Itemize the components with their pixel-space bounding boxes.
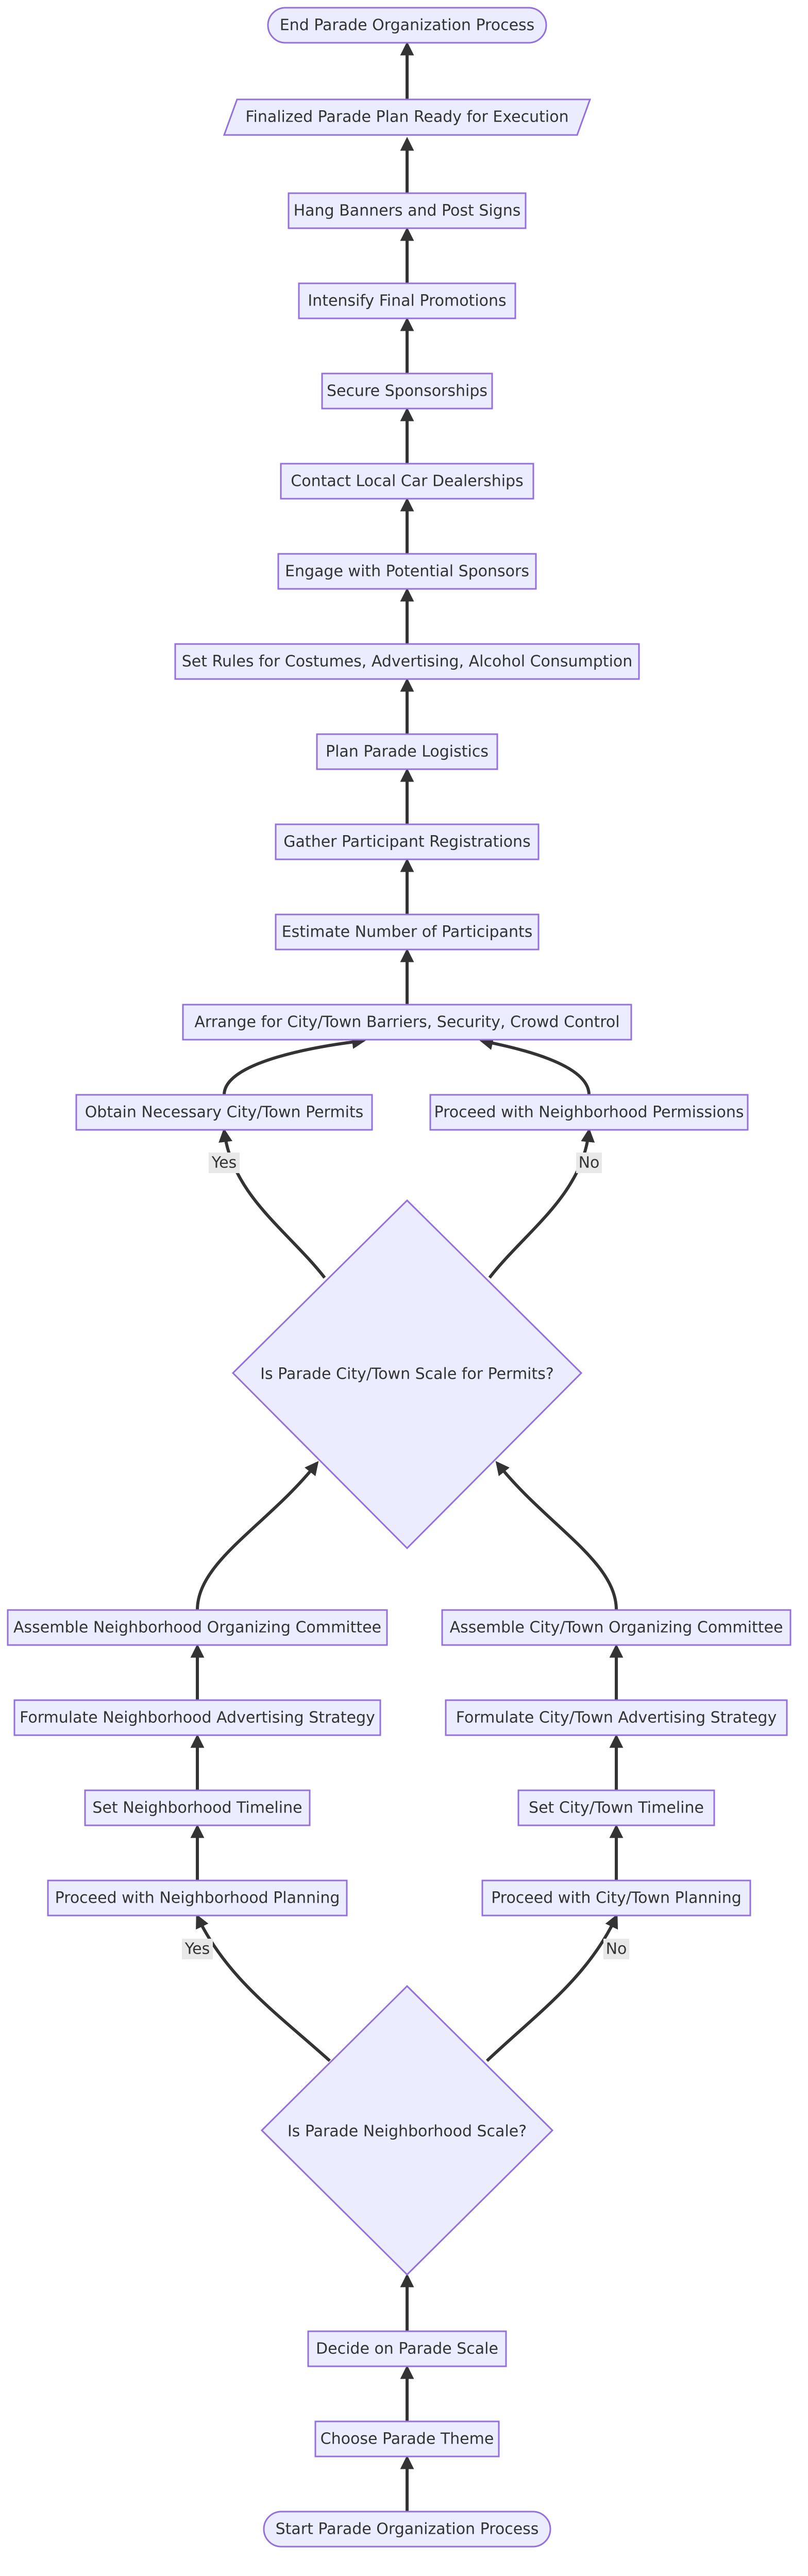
svg-text:Formulate City/Town Advertisin: Formulate City/Town Advertising Strategy: [456, 1709, 777, 1727]
node-neigh-advertising: Formulate Neighborhood Advertising Strat…: [13, 1699, 381, 1736]
node-rules: Set Rules for Costumes, Advertising, Alc…: [174, 643, 640, 680]
edge-label-scale-yes: Yes: [182, 1939, 213, 1959]
node-city-timeline: Set City/Town Timeline: [517, 1789, 715, 1826]
svg-text:Proceed with Neighborhood Plan: Proceed with Neighborhood Planning: [55, 1889, 340, 1907]
svg-text:Hang Banners and Post Signs: Hang Banners and Post Signs: [294, 202, 521, 220]
node-logistics: Plan Parade Logistics: [316, 733, 498, 770]
node-neigh-permissions: Proceed with Neighborhood Permissions: [429, 1094, 749, 1131]
svg-text:Formulate Neighborhood Adverti: Formulate Neighborhood Advertising Strat…: [20, 1709, 375, 1727]
node-decision-permits: Is Parade City/Town Scale for Permits?: [231, 1199, 583, 1550]
svg-text:Choose Parade Theme: Choose Parade Theme: [321, 2430, 494, 2448]
node-registrations: Gather Participant Registrations: [275, 823, 540, 860]
svg-text:Arrange for City/Town Barriers: Arrange for City/Town Barriers, Security…: [194, 1013, 619, 1031]
svg-text:Set Neighborhood Timeline: Set Neighborhood Timeline: [92, 1799, 302, 1817]
edge-label-scale-no: No: [603, 1939, 629, 1959]
edge-neigh-permissions-to-barriers: [479, 1036, 591, 1095]
svg-text:Intensify Final Promotions: Intensify Final Promotions: [308, 292, 506, 310]
svg-text:Is Parade Neighborhood Scale?: Is Parade Neighborhood Scale?: [288, 2123, 527, 2141]
svg-text:Proceed with Neighborhood Perm: Proceed with Neighborhood Permissions: [434, 1104, 744, 1122]
node-city-advertising: Formulate City/Town Advertising Strategy: [445, 1699, 788, 1736]
svg-text:Set Rules for Costumes, Advert: Set Rules for Costumes, Advertising, Alc…: [182, 653, 633, 671]
node-promotions: Intensify Final Promotions: [298, 282, 516, 319]
svg-text:Is Parade City/Town Scale for: Is Parade City/Town Scale for Permits?: [260, 1365, 554, 1383]
node-permits: Obtain Necessary City/Town Permits: [75, 1094, 373, 1131]
svg-text:Obtain Necessary City/Town Per: Obtain Necessary City/Town Permits: [85, 1104, 364, 1122]
svg-text:Gather Participant Registratio: Gather Participant Registrations: [283, 833, 530, 851]
node-estimate: Estimate Number of Participants: [275, 913, 540, 951]
edge-city-committee-to-decision: [495, 1461, 618, 1611]
svg-text:Assemble Neighborhood Organizi: Assemble Neighborhood Organizing Committ…: [13, 1619, 381, 1637]
svg-text:Set City/Town Timeline: Set City/Town Timeline: [529, 1799, 704, 1817]
node-neigh-planning: Proceed with Neighborhood Planning: [47, 1879, 348, 1917]
svg-text:Secure Sponsorships: Secure Sponsorships: [327, 382, 487, 400]
svg-text:Assemble City/Town Organizing: Assemble City/Town Organizing Committee: [450, 1619, 783, 1637]
node-finalized: Finalized Parade Plan Ready for Executio…: [223, 98, 592, 136]
svg-text:End Parade Organization Proces: End Parade Organization Process: [280, 16, 535, 35]
svg-text:No: No: [579, 1154, 600, 1172]
node-end: End Parade Organization Process: [267, 7, 547, 44]
edge-label-permits-yes: Yes: [209, 1153, 240, 1173]
svg-text:Decide on Parade Scale: Decide on Parade Scale: [316, 2340, 498, 2358]
node-start: Start Parade Organization Process: [263, 2511, 551, 2548]
edge-decision-yes-to-neigh-planning: [196, 1914, 331, 2062]
node-decide-scale: Decide on Parade Scale: [307, 2330, 507, 2367]
node-barriers: Arrange for City/Town Barriers, Security…: [182, 1004, 632, 1041]
node-decision-scale: Is Parade Neighborhood Scale?: [260, 1985, 554, 2276]
svg-text:Yes: Yes: [184, 1940, 210, 1958]
node-city-committee: Assemble City/Town Organizing Committee: [441, 1609, 792, 1646]
svg-text:Finalized Parade Plan Ready fo: Finalized Parade Plan Ready for Executio…: [245, 108, 568, 126]
edge-decision-no-to-neigh-permissions: [488, 1128, 595, 1279]
node-neigh-committee: Assemble Neighborhood Organizing Committ…: [7, 1609, 388, 1646]
svg-text:Engage with Potential Sponsors: Engage with Potential Sponsors: [285, 563, 529, 581]
node-dealerships: Contact Local Car Dealerships: [280, 463, 534, 500]
node-theme: Choose Parade Theme: [314, 2420, 500, 2458]
svg-text:Start Parade Organization Proc: Start Parade Organization Process: [276, 2520, 539, 2538]
edge-permits-to-barriers: [223, 1035, 366, 1095]
node-city-planning: Proceed with City/Town Planning: [481, 1879, 751, 1917]
edge-neigh-committee-to-decision: [196, 1461, 319, 1611]
node-neigh-timeline: Set Neighborhood Timeline: [84, 1789, 311, 1826]
svg-text:Proceed with City/Town Plannin: Proceed with City/Town Planning: [491, 1889, 742, 1907]
node-banners: Hang Banners and Post Signs: [288, 192, 527, 229]
node-sponsorships: Secure Sponsorships: [321, 372, 493, 410]
svg-text:No: No: [606, 1940, 627, 1958]
svg-text:Yes: Yes: [211, 1154, 237, 1172]
node-engage: Engage with Potential Sponsors: [277, 553, 537, 590]
svg-text:Plan Parade Logistics: Plan Parade Logistics: [326, 743, 489, 761]
svg-text:Contact Local Car Dealerships: Contact Local Car Dealerships: [291, 472, 523, 490]
svg-text:Estimate Number of Participant: Estimate Number of Participants: [282, 923, 533, 941]
edge-label-permits-no: No: [576, 1153, 602, 1173]
edge-decision-no-to-city-planning: [485, 1914, 618, 2062]
